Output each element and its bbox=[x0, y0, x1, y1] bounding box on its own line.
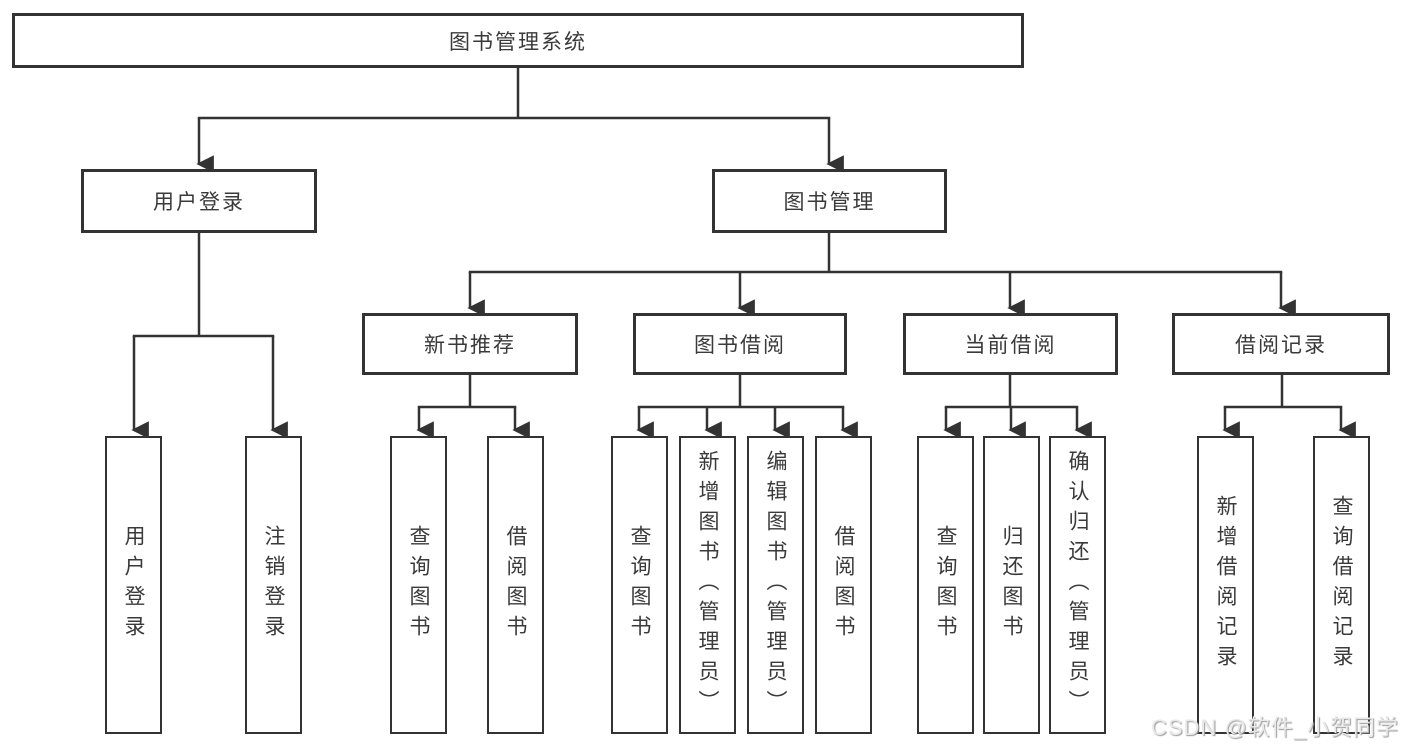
node-book-borrowing: 图书借阅 bbox=[633, 313, 847, 375]
node-current-borrowing: 当前借阅 bbox=[903, 313, 1118, 375]
leaf-label: 归还图书 bbox=[1000, 525, 1023, 645]
node-book-management: 图书管理 bbox=[712, 169, 947, 233]
leaf-label: 查询图书 bbox=[934, 525, 957, 645]
leaf-logout: 注销登录 bbox=[245, 436, 302, 734]
leaf-query-books-recommend: 查询图书 bbox=[390, 436, 447, 734]
leaf-add-borrow-record: 新增借阅记录 bbox=[1197, 436, 1254, 734]
leaf-query-borrow-record: 查询借阅记录 bbox=[1313, 436, 1370, 734]
leaf-return-books: 归还图书 bbox=[983, 436, 1040, 734]
leaf-label: 用户登录 bbox=[122, 525, 145, 645]
leaf-label: 注销登录 bbox=[262, 525, 285, 645]
node-borrowing-records: 借阅记录 bbox=[1172, 313, 1390, 375]
node-new-book-recommendation: 新书推荐 bbox=[362, 313, 578, 375]
leaf-label: 查询借阅记录 bbox=[1330, 495, 1353, 675]
leaf-edit-books-admin: 编辑图书（管理员） bbox=[747, 436, 804, 734]
leaf-borrow-books-recommend: 借阅图书 bbox=[487, 436, 544, 734]
leaf-label: 新增借阅记录 bbox=[1214, 495, 1237, 675]
leaf-query-books-current: 查询图书 bbox=[917, 436, 974, 734]
leaf-label: 新增图书（管理员） bbox=[696, 450, 719, 720]
leaf-add-books-admin: 新增图书（管理员） bbox=[679, 436, 736, 734]
leaf-user-login: 用户登录 bbox=[105, 436, 162, 734]
leaf-query-books-borrowing: 查询图书 bbox=[611, 436, 668, 734]
leaf-confirm-return-admin: 确认归还（管理员） bbox=[1049, 436, 1106, 734]
leaf-label: 借阅图书 bbox=[504, 525, 527, 645]
node-library-management-system: 图书管理系统 bbox=[12, 13, 1024, 68]
leaf-label: 查询图书 bbox=[628, 525, 651, 645]
leaf-label: 确认归还（管理员） bbox=[1066, 450, 1089, 720]
csdn-watermark: CSDN @软件_小贺同学 bbox=[1150, 715, 1399, 740]
leaf-label: 编辑图书（管理员） bbox=[764, 450, 787, 720]
leaf-borrow-books: 借阅图书 bbox=[815, 436, 872, 734]
leaf-label: 借阅图书 bbox=[832, 525, 855, 645]
node-user-login: 用户登录 bbox=[81, 169, 317, 233]
leaf-label: 查询图书 bbox=[407, 525, 430, 645]
